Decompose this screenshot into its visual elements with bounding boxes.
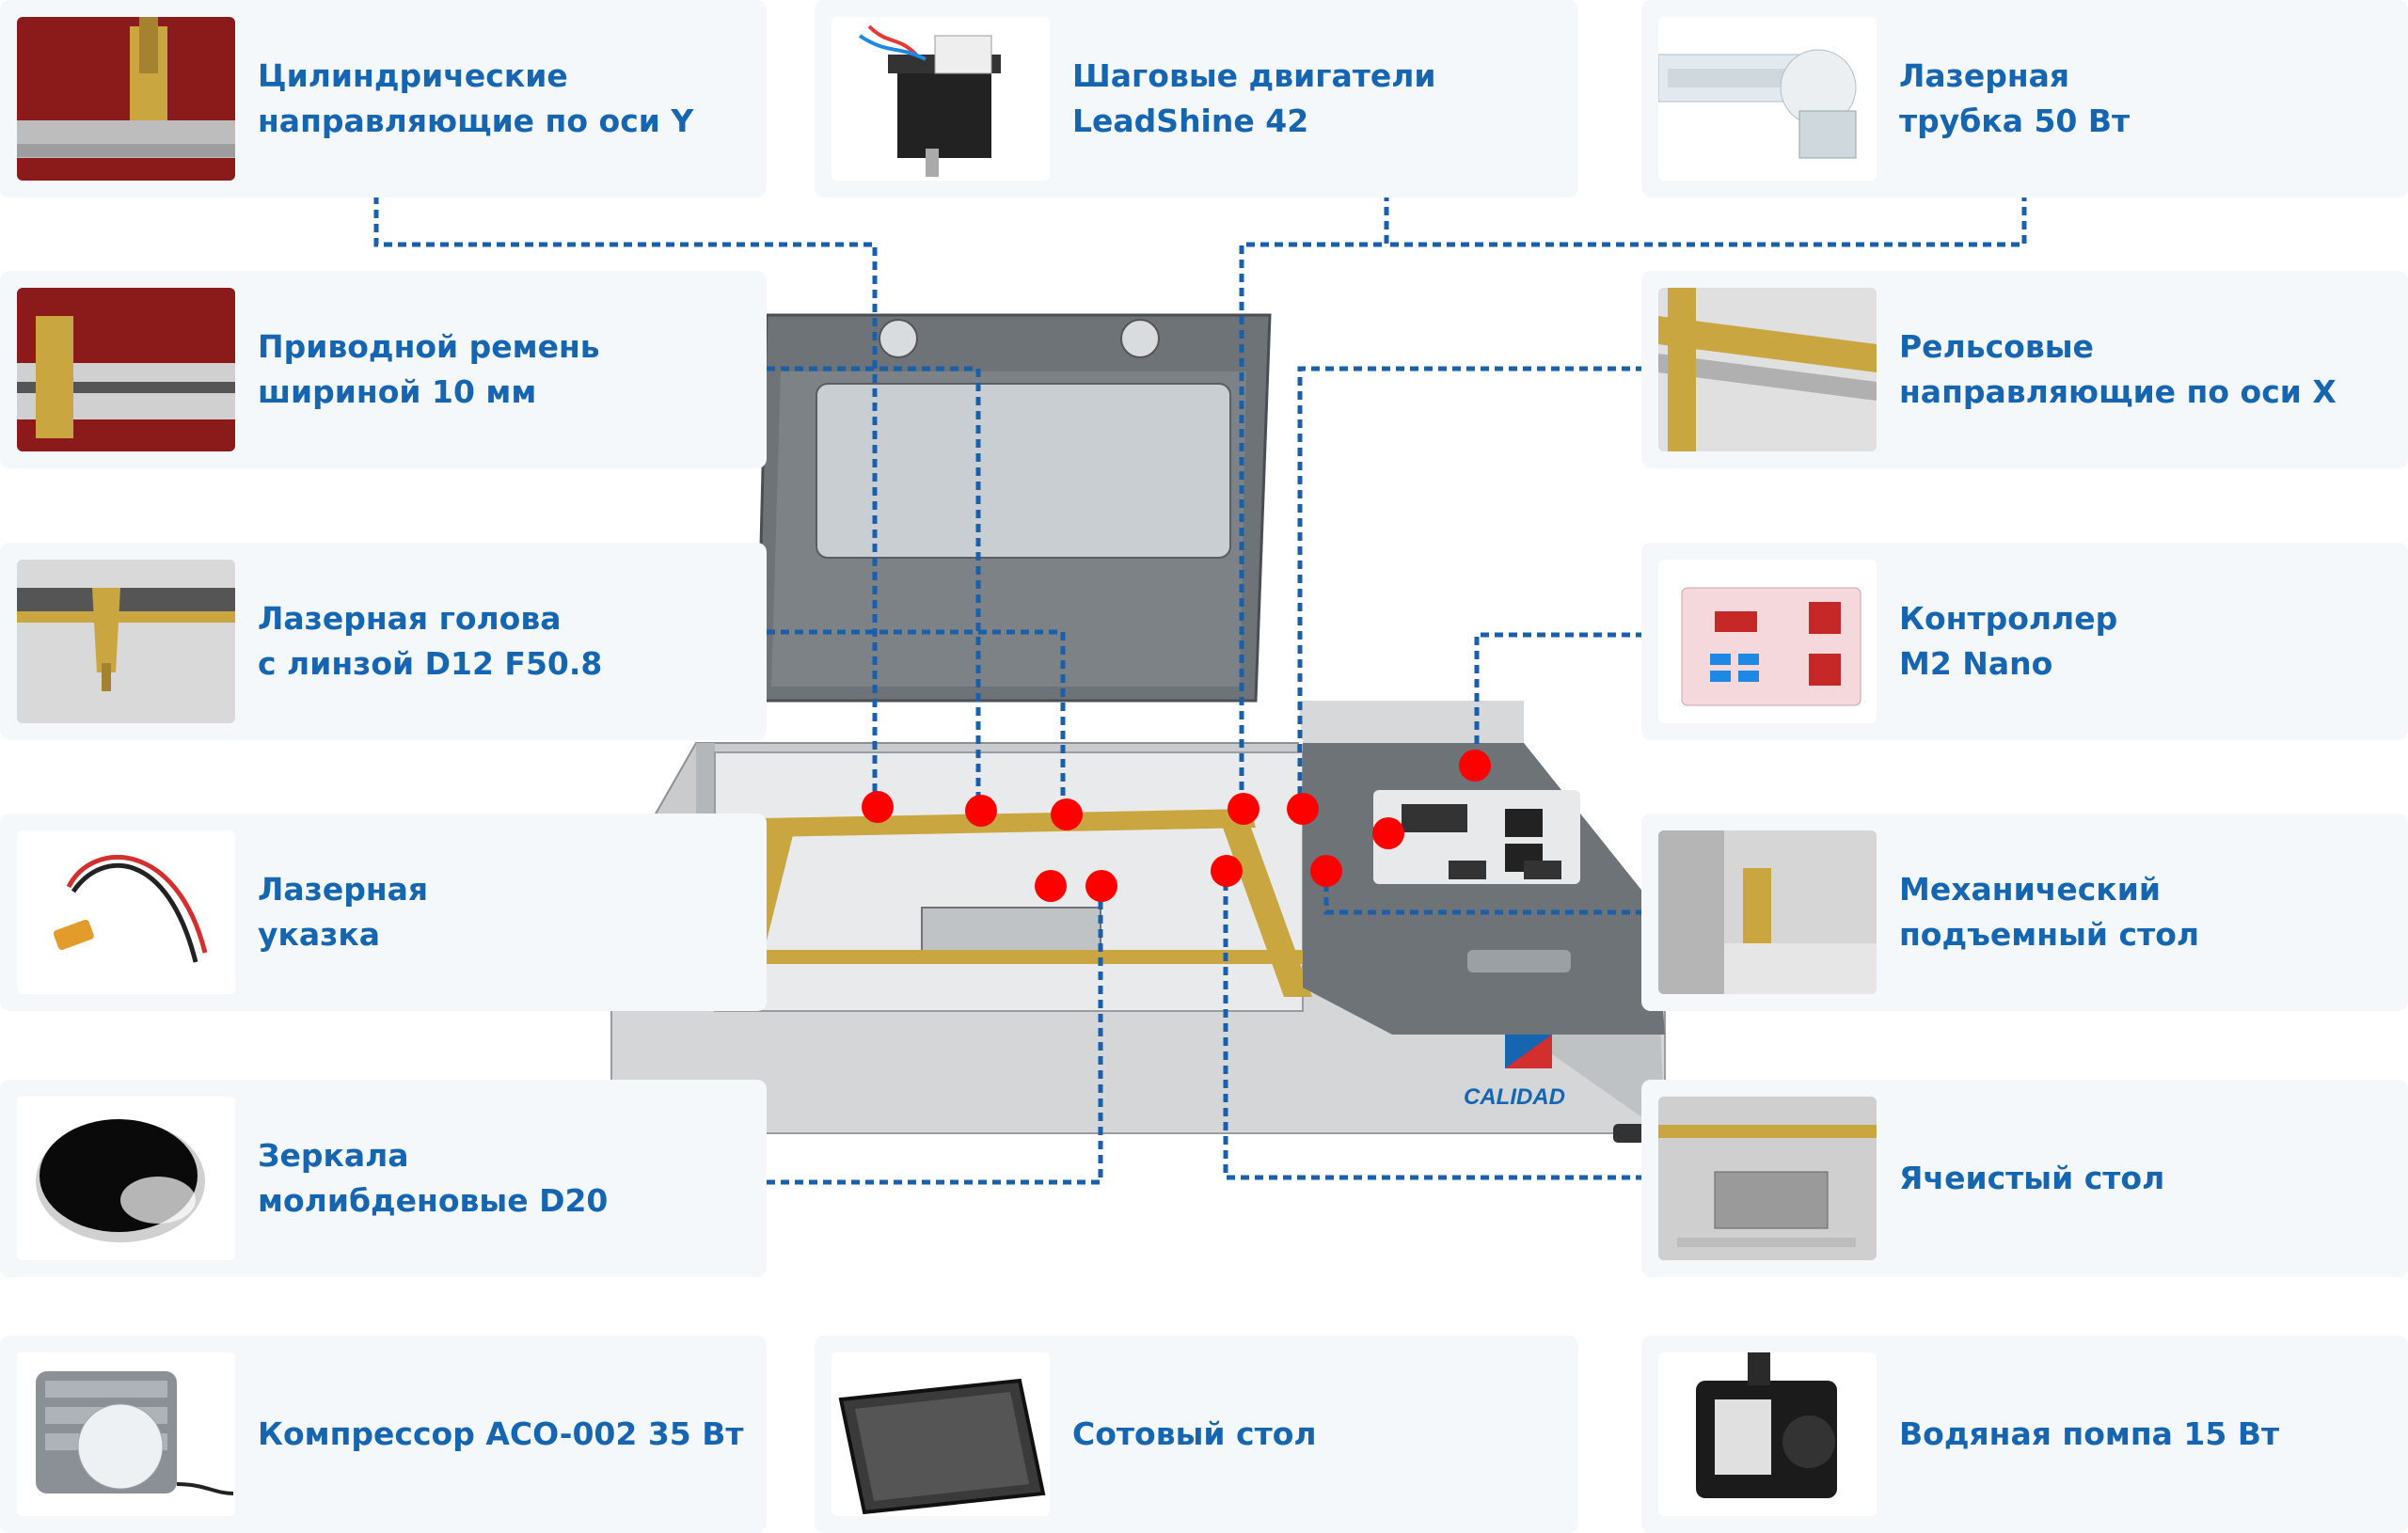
marker-dot (1035, 870, 1067, 902)
card-pointer: Лазерная указка (0, 814, 767, 1011)
laser-tube-icon (1658, 17, 1877, 181)
x-axis-rails-icon (1658, 288, 1877, 451)
card-lift-table: Механический подъемный стол (1641, 814, 2408, 1011)
card-label: Сотовый стол (1072, 1415, 1317, 1452)
card-label: Цилиндрические направляющие по оси Y (258, 57, 694, 139)
card-compressor: Компрессор ACO-002 35 Вт (0, 1335, 767, 1533)
card-pump: Водяная помпа 15 Вт (1641, 1335, 2408, 1533)
marker-dot (1459, 750, 1491, 782)
card-label: Компрессор ACO-002 35 Вт (258, 1415, 744, 1452)
card-tube: Лазерная трубка 50 Вт (1641, 0, 2408, 198)
marker-dot (1211, 855, 1243, 887)
card-label: Контроллер M2 Nano (1899, 600, 2118, 682)
connector-lines (373, 193, 2027, 1185)
controller-icon (1658, 560, 1877, 723)
marker-dot (1287, 793, 1319, 825)
card-belt: Приводной ремень шириной 10 мм (0, 271, 767, 468)
card-label: Лазерная указка (258, 871, 429, 953)
card-x-rails: Рельсовые направляющие по оси X (1641, 271, 2408, 468)
compressor-icon (17, 1352, 235, 1516)
card-label: Лазерная голова с линзой D12 F50.8 (258, 600, 603, 682)
calidad-logo: CALIDAD (1464, 1035, 1565, 1110)
cell-table-icon (1658, 1097, 1877, 1260)
card-label: Лазерная трубка 50 Вт (1899, 57, 2131, 139)
card-label: Шаговые двигатели LeadShine 42 (1072, 57, 1436, 139)
card-honeycomb: Сотовый стол (815, 1335, 1578, 1533)
card-mirrors: Зеркала молибденовые D20 (0, 1080, 767, 1277)
marker-dot (1085, 870, 1117, 902)
stepper-motor-icon (832, 17, 1050, 181)
laser-pointer-icon (17, 830, 235, 994)
marker-dot (1051, 798, 1083, 830)
card-label: Приводной ремень шириной 10 мм (258, 328, 600, 410)
lift-table-icon (1658, 830, 1877, 994)
drive-belt-icon (17, 288, 235, 451)
marker-dot (1228, 793, 1259, 825)
card-label: Зеркала молибденовые D20 (258, 1137, 609, 1219)
card-controller: Контроллер M2 Nano (1641, 543, 2408, 740)
honeycomb-icon (832, 1352, 1050, 1516)
card-label: Водяная помпа 15 Вт (1899, 1415, 2280, 1452)
card-head: Лазерная голова с линзой D12 F50.8 (0, 543, 767, 740)
marker-dot (1310, 855, 1342, 887)
marker-dot (862, 791, 894, 823)
svg-text:CALIDAD: CALIDAD (1464, 1084, 1565, 1110)
marker-dots (862, 750, 1491, 902)
card-stepper: Шаговые двигатели LeadShine 42 (815, 0, 1578, 198)
laser-head-icon (17, 560, 235, 723)
water-pump-icon (1658, 1352, 1877, 1516)
card-cell-table: Ячеистый стол (1641, 1080, 2408, 1277)
mirror-icon (17, 1097, 235, 1260)
marker-dot (965, 795, 997, 827)
card-label: Рельсовые направляющие по оси X (1899, 328, 2337, 410)
card-label: Ячеистый стол (1899, 1160, 2165, 1196)
laser-machine-body (600, 313, 1666, 1147)
card-y-rails: Цилиндрические направляющие по оси Y (0, 0, 767, 198)
marker-dot (1372, 817, 1404, 849)
y-axis-rails-icon (17, 17, 235, 181)
card-label: Механический подъемный стол (1899, 871, 2200, 953)
